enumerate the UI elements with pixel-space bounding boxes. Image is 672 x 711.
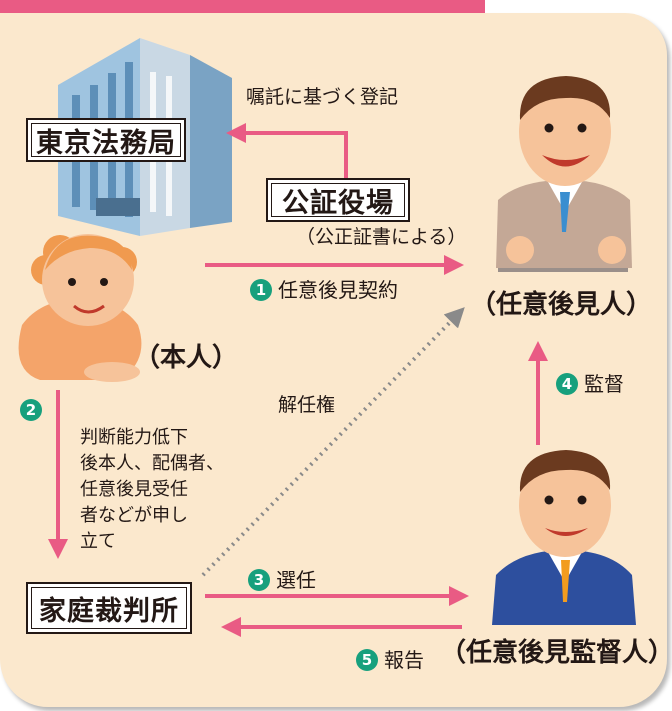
contract-step: 1 任意後見契約 (250, 276, 398, 302)
registration-arrow (226, 123, 348, 178)
contract-label: 任意後見契約 (278, 277, 398, 302)
supervision-label: 監督 (584, 371, 624, 396)
appointment-step: 3 選任 (248, 566, 316, 592)
notary-note: （公正証書による） (296, 226, 467, 248)
court-label: 家庭裁判所 (39, 595, 179, 627)
legal-bureau-box: 東京法務局 (26, 118, 186, 162)
supervisor-label: （任意後見監督人） (440, 638, 672, 668)
principal-label: （本人） (134, 343, 239, 373)
elderly-woman-icon (18, 234, 142, 382)
header-tab (0, 0, 485, 14)
report-step: 5 報告 (356, 646, 424, 672)
petition-note: 判断能力低下 後本人、配偶者、 任意後見受任 者などが申し 立て (80, 425, 240, 555)
step-badge: 2 (20, 398, 42, 421)
petition-note-line: 判断能力低下 (80, 427, 188, 448)
petition-note-line: 立て (80, 531, 116, 552)
step-badge: 3 (248, 568, 270, 591)
court-box: 家庭裁判所 (26, 582, 192, 634)
dismissal-label: 解任権 (278, 394, 336, 416)
petition-step: 2 (20, 396, 42, 421)
appointment-label: 選任 (276, 567, 316, 592)
man-in-suit-icon (496, 76, 632, 272)
step-badge: 1 (250, 278, 272, 301)
dismissal-arrow (201, 307, 465, 577)
registration-label: 嘱託に基づく登記 (246, 86, 399, 108)
legal-bureau-label: 東京法務局 (36, 127, 176, 159)
petition-note-line: 後本人、配偶者、 (80, 453, 224, 474)
petition-note-line: 者などが申し (80, 505, 188, 526)
supervision-step: 4 監督 (556, 370, 624, 396)
step-badge: 4 (556, 372, 578, 395)
step-badge: 5 (356, 648, 378, 671)
notary-label: 公証役場 (282, 187, 394, 219)
guardian-label: （任意後見人） (470, 290, 653, 320)
man-in-suit-icon (492, 450, 636, 625)
report-label: 報告 (384, 647, 424, 672)
notary-box: 公証役場 (266, 178, 410, 222)
petition-note-line: 任意後見受任 (80, 479, 188, 500)
